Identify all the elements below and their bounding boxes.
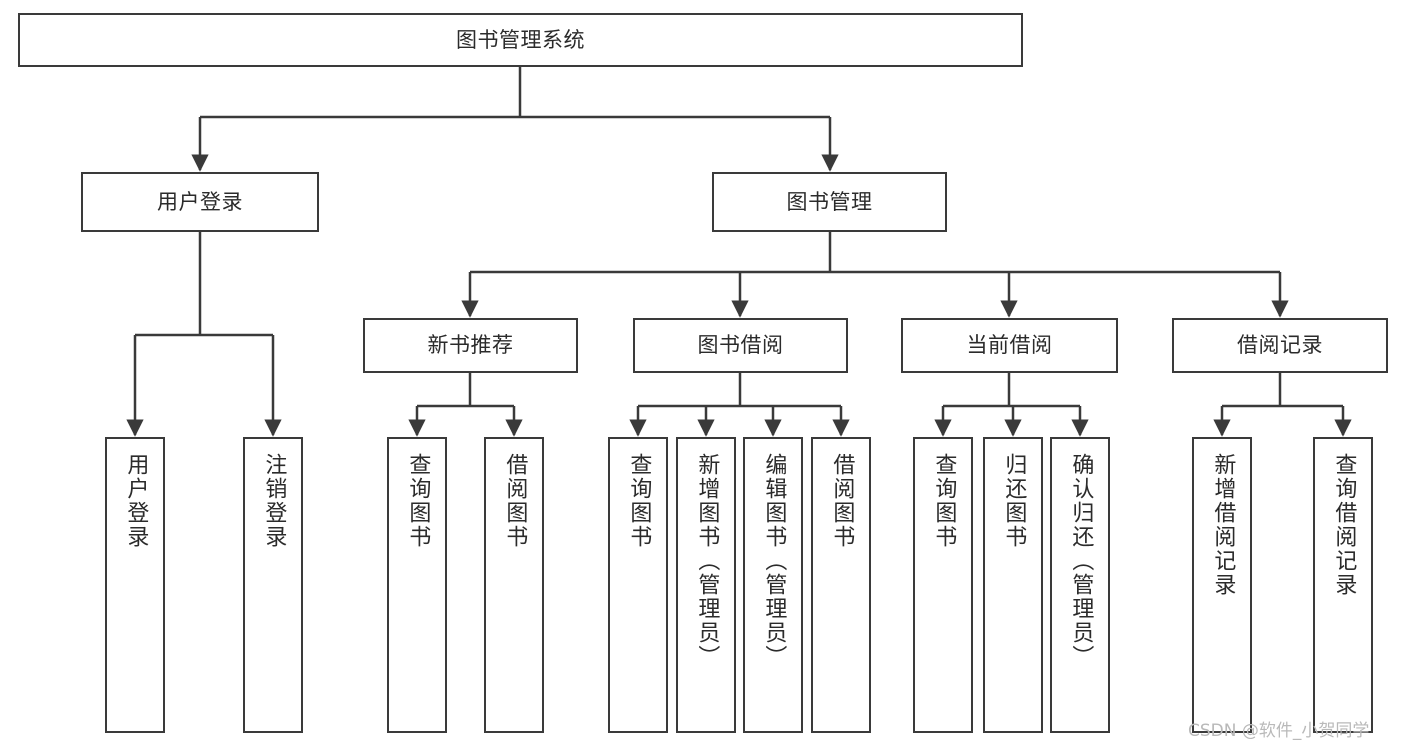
node-current-borrowing[interactable]: 当前借阅 <box>901 318 1118 373</box>
node-user-login-label: 用户登录 <box>157 189 243 214</box>
node-borrow-records[interactable]: 借阅记录 <box>1172 318 1388 373</box>
node-book-borrowing-label: 图书借阅 <box>697 333 784 358</box>
node-leaf-user-login-label: 用户登录 <box>123 453 149 549</box>
node-leaf-confirm-return-admin-label: 确认归还（管理员） <box>1068 453 1094 669</box>
node-leaf-edit-book-admin[interactable]: 编辑图书（管理员） <box>743 437 803 733</box>
node-root-system[interactable]: 图书管理系统 <box>18 13 1023 67</box>
node-leaf-return-books[interactable]: 归还图书 <box>983 437 1043 733</box>
node-leaf-confirm-return-admin[interactable]: 确认归还（管理员） <box>1050 437 1110 733</box>
node-book-borrowing[interactable]: 图书借阅 <box>633 318 848 373</box>
node-leaf-borrow-books-label: 借阅图书 <box>829 453 855 549</box>
node-book-management[interactable]: 图书管理 <box>712 172 947 232</box>
node-leaf-add-borrow-record[interactable]: 新增借阅记录 <box>1192 437 1252 733</box>
node-leaf-query-books-borrow-label: 查询图书 <box>626 453 652 549</box>
node-leaf-return-books-label: 归还图书 <box>1001 453 1027 549</box>
node-user-login[interactable]: 用户登录 <box>81 172 319 232</box>
node-leaf-borrow-books-new[interactable]: 借阅图书 <box>484 437 544 733</box>
node-current-borrowing-label: 当前借阅 <box>966 333 1053 358</box>
node-book-management-label: 图书管理 <box>786 189 873 214</box>
node-leaf-query-books-current-label: 查询图书 <box>931 453 957 549</box>
node-leaf-edit-book-admin-label: 编辑图书（管理员） <box>761 453 787 669</box>
node-leaf-query-borrow-record[interactable]: 查询借阅记录 <box>1313 437 1373 733</box>
node-leaf-query-borrow-record-label: 查询借阅记录 <box>1331 453 1357 597</box>
node-leaf-query-books-borrow[interactable]: 查询图书 <box>608 437 668 733</box>
node-leaf-logout-label: 注销登录 <box>261 453 287 549</box>
node-leaf-query-books-current[interactable]: 查询图书 <box>913 437 973 733</box>
node-new-book-recommendation[interactable]: 新书推荐 <box>363 318 578 373</box>
node-leaf-borrow-books[interactable]: 借阅图书 <box>811 437 871 733</box>
node-leaf-query-books-new-label: 查询图书 <box>405 453 431 549</box>
csdn-watermark: CSDN @软件_小贺同学 <box>1188 721 1370 741</box>
node-borrow-records-label: 借阅记录 <box>1237 333 1323 358</box>
node-leaf-logout[interactable]: 注销登录 <box>243 437 303 733</box>
node-leaf-query-books-new[interactable]: 查询图书 <box>387 437 447 733</box>
node-leaf-add-borrow-record-label: 新增借阅记录 <box>1210 453 1236 597</box>
node-leaf-user-login[interactable]: 用户登录 <box>105 437 165 733</box>
node-leaf-add-book-admin-label: 新增图书（管理员） <box>694 453 720 669</box>
node-new-book-recommendation-label: 新书推荐 <box>427 333 514 358</box>
node-leaf-add-book-admin[interactable]: 新增图书（管理员） <box>676 437 736 733</box>
node-root-label: 图书管理系统 <box>456 27 585 52</box>
node-leaf-borrow-books-new-label: 借阅图书 <box>502 453 528 549</box>
